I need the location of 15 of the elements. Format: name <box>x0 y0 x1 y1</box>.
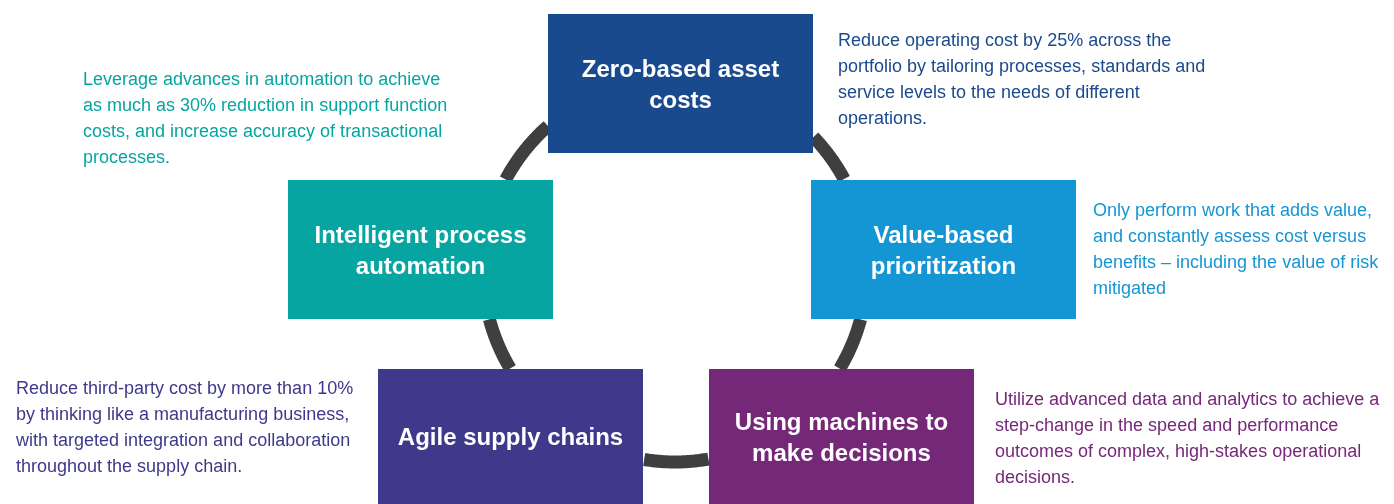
process-box <box>811 180 1076 319</box>
description-text: Only perform work that adds value, and constantly assess cost versus benefits – including the value of risk mitigated <box>1093 199 1380 300</box>
process-box <box>548 14 813 153</box>
description-text: Reduce third-party cost by more than 10% by thinking like a manufacturing business, with targeted integration and collaboration throughout the supply chain. <box>16 377 355 478</box>
box-title: Using machines to make decisions <box>733 406 950 468</box>
description-text: Utilize advanced data and analytics to achieve a step-change in the speed and performance outcomes of complex, high-stakes operational decisions. <box>995 388 1380 489</box>
process-box <box>378 369 643 504</box>
description-text: Reduce operating cost by 25% across the portfolio by tailoring processes, standards and service levels to the needs of different operations. <box>838 29 1207 130</box>
process-box <box>709 369 974 504</box>
box-title: Intelligent process automation <box>313 219 528 281</box>
process-box <box>288 180 553 319</box>
box-title: Agile supply chains <box>397 422 624 452</box>
box-title: Zero-based asset costs <box>580 53 781 115</box>
description-text: Leverage advances in automation to achieve as much as 30% reduction in support function costs, and increase accuracy of transactional processes. <box>83 68 449 169</box>
box-title: Value-based prioritization <box>869 219 1018 281</box>
